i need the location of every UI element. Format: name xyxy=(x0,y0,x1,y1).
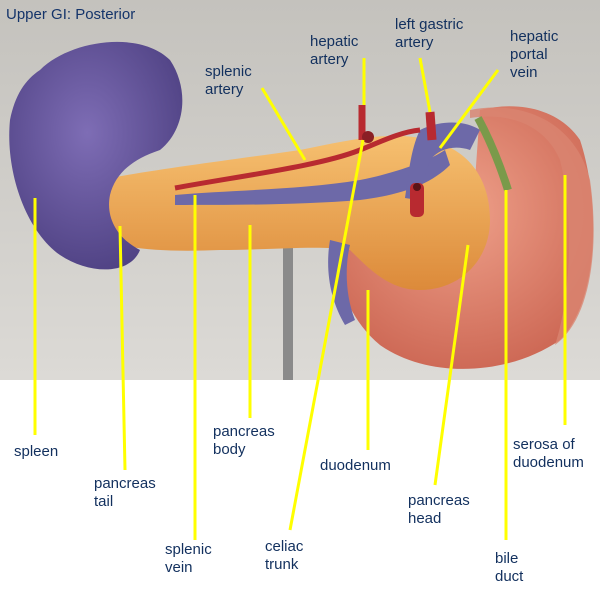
spleen xyxy=(9,41,183,270)
vessel-down xyxy=(328,240,355,325)
label-spleen: spleen xyxy=(14,443,59,460)
label-duodenum: duodenum xyxy=(320,457,391,474)
label-celiac-trunk: celiac trunk xyxy=(265,538,304,573)
duodenum xyxy=(329,106,594,369)
bile-duct xyxy=(474,116,512,192)
vessel-opening xyxy=(413,183,421,191)
celiac-trunk-opening xyxy=(362,131,374,143)
leader-hepatic-portal-vein xyxy=(438,69,500,149)
leader-pancreas-head xyxy=(433,244,470,486)
leader-left-gastric-artery xyxy=(418,57,432,113)
label-pancreas-body: pancreas body xyxy=(213,423,275,458)
label-splenic-vein: splenic vein xyxy=(165,541,212,576)
label-pancreas-tail: pancreas tail xyxy=(94,475,156,510)
duodenum-serosa xyxy=(470,107,594,345)
leader-splenic-artery xyxy=(260,87,307,161)
splenic-vein xyxy=(175,150,450,205)
leader-celiac-trunk xyxy=(288,139,365,531)
vessel-stub xyxy=(410,183,424,217)
leader-pancreas-tail xyxy=(118,225,127,471)
figure-title: Upper GI: Posterior xyxy=(6,6,136,23)
label-bile-duct: bile duct xyxy=(495,550,524,585)
leader-lines xyxy=(33,57,567,540)
label-hepatic-portal-vein: hepatic portal vein xyxy=(510,28,559,81)
label-pancreas-head: pancreas head xyxy=(408,492,470,527)
label-splenic-artery: splenic artery xyxy=(205,63,252,98)
label-area xyxy=(0,380,600,600)
model-stand xyxy=(283,245,293,380)
left-gastric-artery xyxy=(425,111,437,141)
label-hepatic-artery: hepatic artery xyxy=(310,33,359,68)
splenic-artery xyxy=(174,127,421,191)
label-serosa-of-duodenum: serosa of duodenum xyxy=(513,436,584,471)
label-left-gastric-artery: left gastric artery xyxy=(395,16,464,51)
hepatic-portal-vein xyxy=(405,122,480,200)
